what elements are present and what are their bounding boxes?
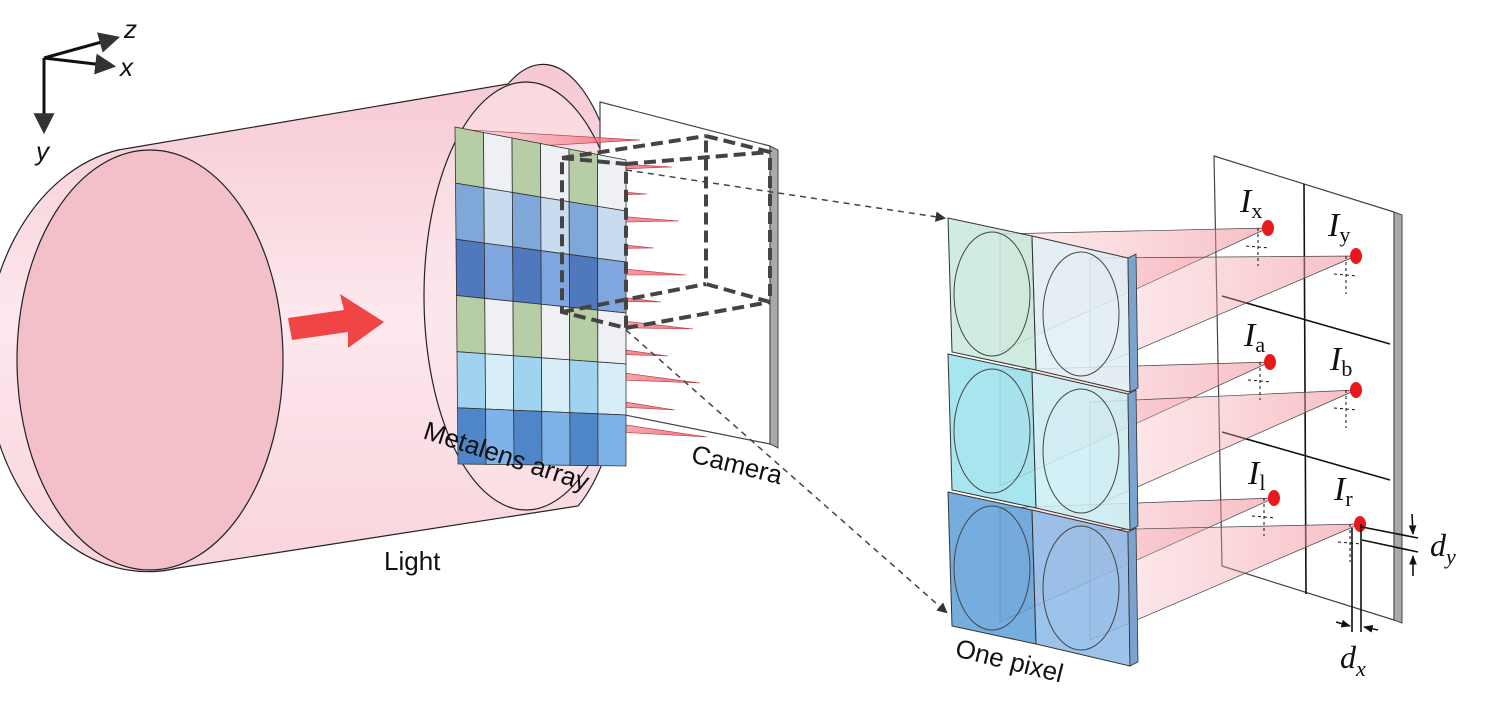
metalens-circle xyxy=(1042,251,1120,377)
metalens-cell xyxy=(483,242,514,302)
focal-spot xyxy=(1350,248,1362,264)
spot-guide-line xyxy=(1333,407,1359,411)
spot-label-l: Il xyxy=(1247,455,1265,495)
metalens-cell xyxy=(483,187,514,248)
spot-label-x: Ix xyxy=(1239,183,1262,223)
axis-x-arrow xyxy=(43,53,117,75)
metalens-cell xyxy=(456,351,486,410)
metalens-cell xyxy=(484,297,514,357)
metalens-cell xyxy=(540,196,570,255)
pixel-cell xyxy=(1031,371,1131,531)
pixel-cell xyxy=(1031,509,1131,667)
metalens-cell xyxy=(512,246,542,305)
coordinate-axes xyxy=(33,32,121,135)
metalens-cell xyxy=(597,361,627,416)
pixel-cell xyxy=(947,217,1037,371)
pixel-cell xyxy=(1031,235,1131,393)
axis-z-label: z xyxy=(123,14,137,44)
spot-guide-line xyxy=(1337,541,1363,545)
metalens-cell xyxy=(455,238,486,299)
focal-spot xyxy=(1350,382,1362,398)
pixel-cell xyxy=(947,353,1037,509)
metalens-cell xyxy=(454,126,485,189)
dx-label: dx xyxy=(1340,639,1366,681)
axis-z-arrow xyxy=(43,32,121,60)
metalens-cell xyxy=(568,201,599,259)
light-direction-arrow xyxy=(288,294,384,348)
metalens-cell xyxy=(597,205,627,263)
metalens-cell xyxy=(569,359,599,415)
spot-label-y: Iy xyxy=(1327,207,1350,247)
dy-label: dy xyxy=(1430,527,1456,569)
metalens-circle xyxy=(1042,388,1120,514)
axis-x-label: x xyxy=(118,52,134,82)
pixel-side-face xyxy=(1127,527,1139,667)
metalens-cell xyxy=(540,250,570,308)
metalens-cell xyxy=(569,412,599,467)
spot-guide-line xyxy=(1245,245,1271,249)
metalens-circle xyxy=(953,368,1031,494)
camera-label: Camera xyxy=(689,439,787,491)
metalens-cell xyxy=(541,357,571,414)
metalens-cell xyxy=(597,413,627,467)
spot-guide-line xyxy=(1333,273,1359,277)
metalens-cell xyxy=(511,191,542,252)
axis-y-label: y xyxy=(34,136,51,166)
metalens-cell xyxy=(540,143,570,203)
metalens-array xyxy=(454,126,627,467)
focal-spot xyxy=(1354,516,1366,532)
one-pixel-block xyxy=(947,217,1139,667)
metalens-cell xyxy=(512,300,542,359)
focal-spots xyxy=(1245,220,1366,562)
light-label: Light xyxy=(384,546,441,576)
spot-label-a: Ia xyxy=(1243,317,1265,357)
pixel-cell xyxy=(947,491,1037,645)
focal-spot xyxy=(1262,220,1274,236)
zoom-box xyxy=(560,133,772,331)
pixel-side-face xyxy=(1127,389,1139,531)
light-beam-back-face xyxy=(16,149,284,571)
spot-guide-line xyxy=(1247,379,1273,383)
focal-spot xyxy=(1264,354,1276,370)
offset-markers xyxy=(1335,513,1419,633)
metalens-cell xyxy=(512,355,543,412)
metalens-cell xyxy=(511,137,542,198)
spot-label-b: Ib xyxy=(1329,341,1352,381)
metalens-circle xyxy=(953,505,1031,631)
spot-guide-line xyxy=(1251,515,1277,519)
metalens-circle xyxy=(953,231,1031,357)
focal-spot xyxy=(1268,490,1280,506)
metalens-cell xyxy=(597,309,627,365)
metalens-cell xyxy=(483,132,513,193)
pixel-side-face xyxy=(1127,253,1139,393)
spot-label-r: Ir xyxy=(1333,471,1353,511)
metalens-cell xyxy=(455,182,485,244)
zoom-guide-lines xyxy=(625,169,948,614)
metalens-cell xyxy=(456,295,486,355)
metalens-cell xyxy=(484,353,515,411)
metalens-cell xyxy=(568,253,599,311)
metalens-circle xyxy=(1042,525,1120,651)
